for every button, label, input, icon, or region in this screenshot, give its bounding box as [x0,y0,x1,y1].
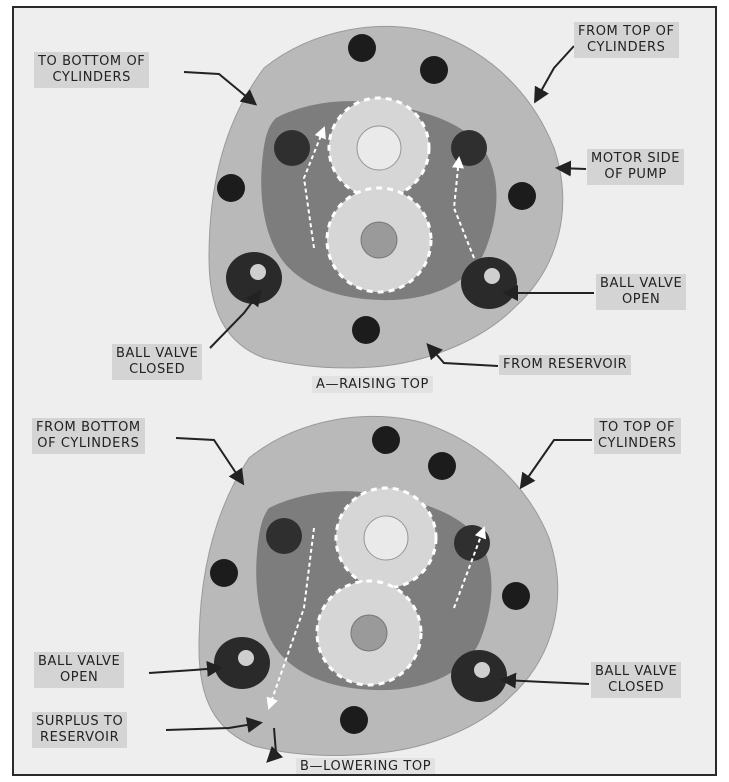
label-ball-valve-closed-b: BALL VALVE CLOSED [591,662,681,698]
panel-a-pump [209,26,563,368]
panel-a-bolt-hole [217,174,245,202]
label-to-top-of-cylinders: TO TOP OF CYLINDERS [594,418,681,454]
caption-lowering-top: B—LOWERING TOP [296,758,435,775]
label-motor-side-of-pump: MOTOR SIDE OF PUMP [587,149,684,185]
panel-b-bolt-hole [502,582,530,610]
panel-a-bolt-hole [420,56,448,84]
panel-b-bolt-hole [372,426,400,454]
panel-a-bolt-hole [508,182,536,210]
label-from-bottom-of-cylinders: FROM BOTTOM OF CYLINDERS [32,418,145,454]
label-ball-valve-open-b: BALL VALVE OPEN [34,652,124,688]
panel-a-lower-gear [327,188,431,292]
label-ball-valve-open-a: BALL VALVE OPEN [596,274,686,310]
pump-diagram-figure: TO BOTTOM OF CYLINDERS FROM TOP OF CYLIN… [12,6,717,776]
panel-a-upper-gear [329,98,429,198]
panel-b-bolt-hole [340,706,368,734]
panel-b-bolt-hole [210,559,238,587]
panel-b-pump [199,416,558,755]
panel-b-lower-gear [317,581,421,685]
label-to-bottom-of-cylinders: TO BOTTOM OF CYLINDERS [34,52,149,88]
panel-b-bolt-hole [428,452,456,480]
caption-raising-top: A—RAISING TOP [312,376,433,393]
label-ball-valve-closed-a: BALL VALVE CLOSED [112,344,202,380]
label-from-reservoir: FROM RESERVOIR [499,355,631,375]
panel-b-upper-gear [336,488,436,588]
label-from-top-of-cylinders: FROM TOP OF CYLINDERS [574,22,679,58]
panel-a-bolt-hole [348,34,376,62]
label-surplus-to-reservoir: SURPLUS TO RESERVOIR [32,712,127,748]
panel-a-bolt-hole [352,316,380,344]
